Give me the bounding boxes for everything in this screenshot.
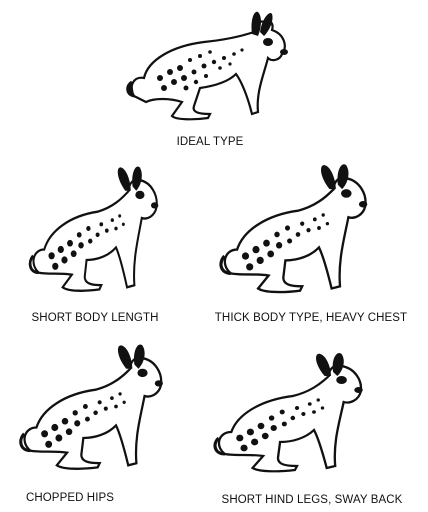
rabbit-chopped-hips-illustration: [8, 330, 178, 480]
rabbit-short-body-illustration: [14, 152, 174, 302]
rabbit-ideal-illustration: [124, 6, 294, 126]
rabbit-figure-short-body: [14, 152, 174, 302]
rabbit-thick-body-illustration: [210, 152, 380, 302]
rabbit-short-hind-legs-illustration: [204, 334, 379, 484]
rabbit-figure-short-hind-legs: [204, 334, 379, 484]
caption-ideal-type: IDEAL TYPE: [150, 136, 270, 148]
rabbit-figure-chopped-hips: [8, 330, 178, 480]
rabbit-figure-ideal: [124, 6, 294, 126]
caption-short-body-length: SHORT BODY LENGTH: [10, 312, 180, 324]
rabbit-figure-thick-body: [210, 152, 380, 302]
caption-chopped-hips: CHOPPED HIPS: [10, 492, 130, 504]
caption-thick-body-heavy-chest: THICK BODY TYPE, HEAVY CHEST: [198, 312, 424, 324]
caption-short-hind-legs-sway-back: SHORT HIND LEGS, SWAY BACK: [200, 494, 424, 506]
